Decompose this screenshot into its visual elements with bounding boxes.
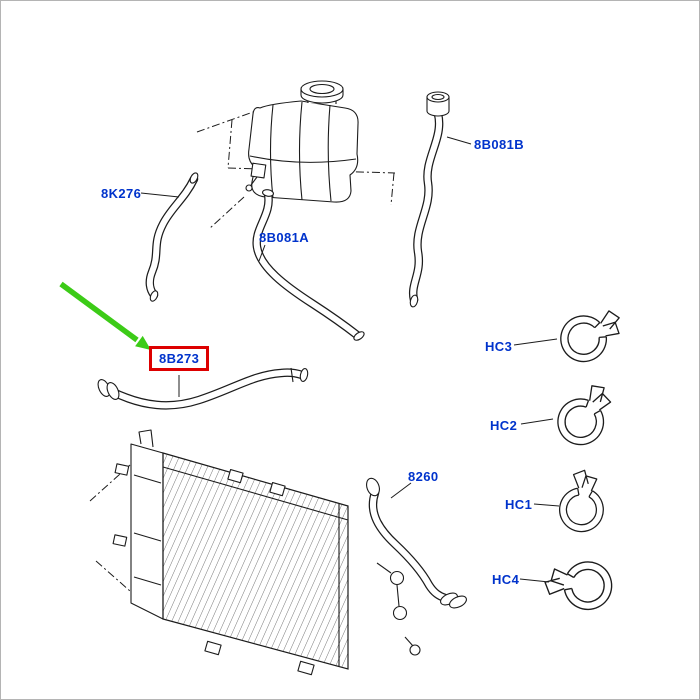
clamp-hc1-illustration xyxy=(544,465,621,542)
part-label-hc4[interactable]: HC4 xyxy=(492,572,520,587)
part-label-hc2[interactable]: HC2 xyxy=(490,418,518,433)
part-label-hc3[interactable]: HC3 xyxy=(485,339,513,354)
tank-cap-icon xyxy=(300,80,344,98)
hose-8b273-illustration xyxy=(97,367,309,410)
expansion-tank-illustration xyxy=(245,80,359,203)
radiator-side-fittings-illustration xyxy=(376,562,421,656)
hose-8k276-illustration xyxy=(145,172,199,302)
clamp-hc4-illustration xyxy=(539,543,623,626)
hose-8b081b-illustration xyxy=(408,91,450,308)
leader-lines xyxy=(140,136,560,583)
part-label-8260[interactable]: 8260 xyxy=(408,469,439,484)
clamp-hc2-illustration xyxy=(548,381,622,452)
hose-8260-illustration xyxy=(366,477,467,609)
part-label-8b081b[interactable]: 8B081B xyxy=(474,137,525,152)
part-label-8b273-text: 8B273 xyxy=(159,351,200,366)
hose-8b081a-illustration xyxy=(252,189,365,341)
highlight-arrow-icon xyxy=(59,281,151,350)
part-label-8b273-selected[interactable]: 8B273 xyxy=(149,346,210,371)
part-label-8k276[interactable]: 8K276 xyxy=(101,186,142,201)
radiator-illustration xyxy=(89,429,349,676)
part-label-hc1[interactable]: HC1 xyxy=(505,497,533,512)
part-label-8b081a[interactable]: 8B081A xyxy=(259,230,310,245)
clamp-hc3-illustration xyxy=(558,306,622,366)
